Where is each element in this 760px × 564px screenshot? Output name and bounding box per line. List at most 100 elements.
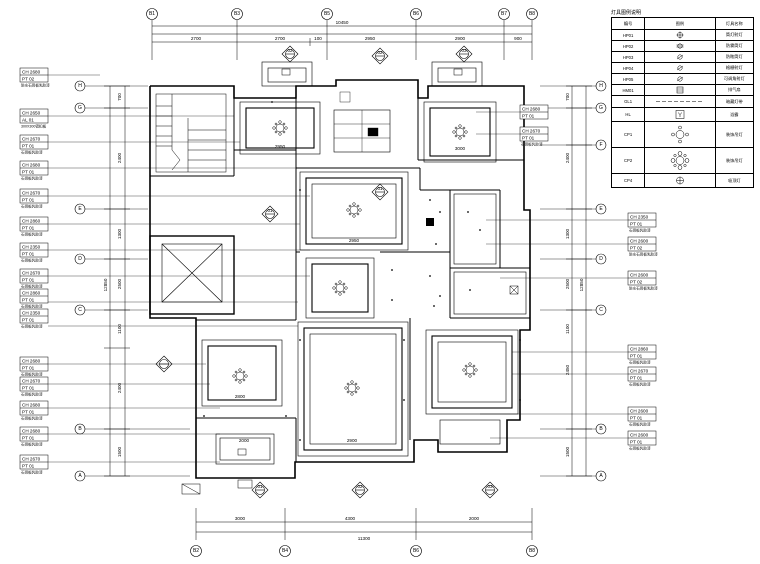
tag-material: PT 01 <box>22 170 35 175</box>
tag-note: 石膏板乳胶漆 <box>21 304 43 309</box>
tag-ceiling-height: CH 2680 <box>22 163 41 168</box>
spotlight-angle-icon <box>676 76 684 82</box>
tag-material: PT 01 <box>522 114 535 119</box>
downlight-dots <box>203 101 521 441</box>
legend-symbol <box>644 40 716 52</box>
interior-walls <box>150 98 530 462</box>
bottom-dim-2: 4300 <box>345 516 356 521</box>
tag-leader-lines <box>48 74 628 463</box>
led-strip-icon <box>655 101 704 102</box>
tag-note: 石膏板乳胶漆 <box>629 446 651 451</box>
tag-material: PT 01 <box>22 436 35 441</box>
callout-label: 01 <box>257 484 263 489</box>
tag-ceiling-height: CH 2860 <box>22 219 41 224</box>
callout-label: 03 <box>461 48 467 53</box>
right-dims: 700 2400 1300 2500 1100 2450 1500 12850 <box>565 93 584 457</box>
top-dimension-lines <box>151 20 533 60</box>
callout-label: 01 <box>377 186 383 191</box>
tag-ceiling-height: CH 2860 <box>22 291 41 296</box>
grid-bottom-3: B6 <box>413 548 419 554</box>
tag-note: 石膏板乳胶漆 <box>21 150 43 155</box>
tag-material: PT 01 <box>22 252 35 257</box>
ceiling-lamp-icon <box>237 448 247 456</box>
legend-fixture-name: 浴霸 <box>714 107 755 122</box>
tag-material: PT 02 <box>630 280 643 285</box>
downlight-icon <box>676 31 684 39</box>
right-dim-3: 1300 <box>565 228 570 239</box>
bottom-dim-1: 3000 <box>235 516 246 521</box>
tag-ceiling-height: CH 2680 <box>22 359 41 364</box>
chandelier-icon <box>232 368 248 384</box>
bottom-dimension-lines <box>195 508 533 540</box>
grid-left-b: B <box>78 426 82 432</box>
room-dim: 2950 <box>275 144 286 149</box>
left-grid-bubbles <box>74 80 86 482</box>
legend-code: HL <box>610 107 646 122</box>
legend-code: HM01 <box>610 84 646 96</box>
right-grid-lines <box>540 85 602 477</box>
tag-ceiling-height: CH 2670 <box>630 369 649 374</box>
left-dim-4: 2500 <box>117 278 122 289</box>
legend-fixture-name: 吸顶灯 <box>714 173 755 188</box>
left-grid-lines <box>84 85 190 477</box>
grid-right-a: A <box>599 473 603 479</box>
right-dim-5: 1100 <box>565 324 570 334</box>
callout-marker <box>455 45 473 63</box>
left-dim-2: 2400 <box>117 152 122 163</box>
left-dim-1: 700 <box>117 93 122 101</box>
grid-right-d: D <box>599 256 603 262</box>
tag-material: PT 01 <box>630 354 643 359</box>
callout-label: 02 <box>287 48 293 53</box>
room-dimension-labels: 2950 3000 2950 2900 2800 2000 <box>235 144 466 443</box>
chandelier-icon <box>670 151 690 170</box>
tag-note: 防水石膏板乳胶漆 <box>21 83 50 88</box>
tag-ceiling-height: CH 2680 <box>522 107 541 112</box>
callout-label: 02 <box>357 484 363 489</box>
legend-code: CP2 <box>610 147 646 174</box>
legend-symbol <box>644 51 716 63</box>
top-dim-5: 2900 <box>455 36 466 41</box>
legend-header-row: 编号 图例 灯具名称 <box>610 17 755 30</box>
tag-note: 石膏板乳胶漆 <box>21 232 43 237</box>
top-segment-dims: 2700 2700 100 2950 2900 900 <box>191 36 522 41</box>
legend-symbol <box>644 173 716 188</box>
tag-ceiling-height: CH 2670 <box>22 379 41 384</box>
tag-note: 石膏板乳胶漆 <box>629 360 651 365</box>
grid-top-3: B5 <box>324 11 330 17</box>
ceiling-lamp-icon <box>281 68 291 76</box>
legend-fixture-name: 可调角射灯 <box>714 73 755 85</box>
stair-area <box>155 93 227 173</box>
top-grid-bubbles <box>146 8 538 20</box>
legend-header-name: 灯具名称 <box>714 17 755 30</box>
left-dim-6: 2400 <box>117 382 122 393</box>
tag-note: 石膏板乳胶漆 <box>521 142 543 147</box>
ceiling-lamp-icon <box>453 68 463 76</box>
tag-note: 石膏板乳胶漆 <box>629 228 651 233</box>
callout-marker <box>251 481 269 499</box>
callout-labels: 02 02 03 01 01 01 02 03 <box>257 48 493 489</box>
legend-title: 灯具图例说明 <box>611 10 642 16</box>
grid-bottom-2: B4 <box>282 548 288 554</box>
tag-material: PT 01 <box>630 222 643 227</box>
room-dim: 2900 <box>347 438 358 443</box>
grid-right-e: E <box>599 206 603 212</box>
room-dim: 2000 <box>239 438 250 443</box>
ceiling-lamp-icon <box>671 125 689 144</box>
tag-material: PT 01 <box>22 144 35 149</box>
grid-top-6: B8 <box>529 11 535 17</box>
